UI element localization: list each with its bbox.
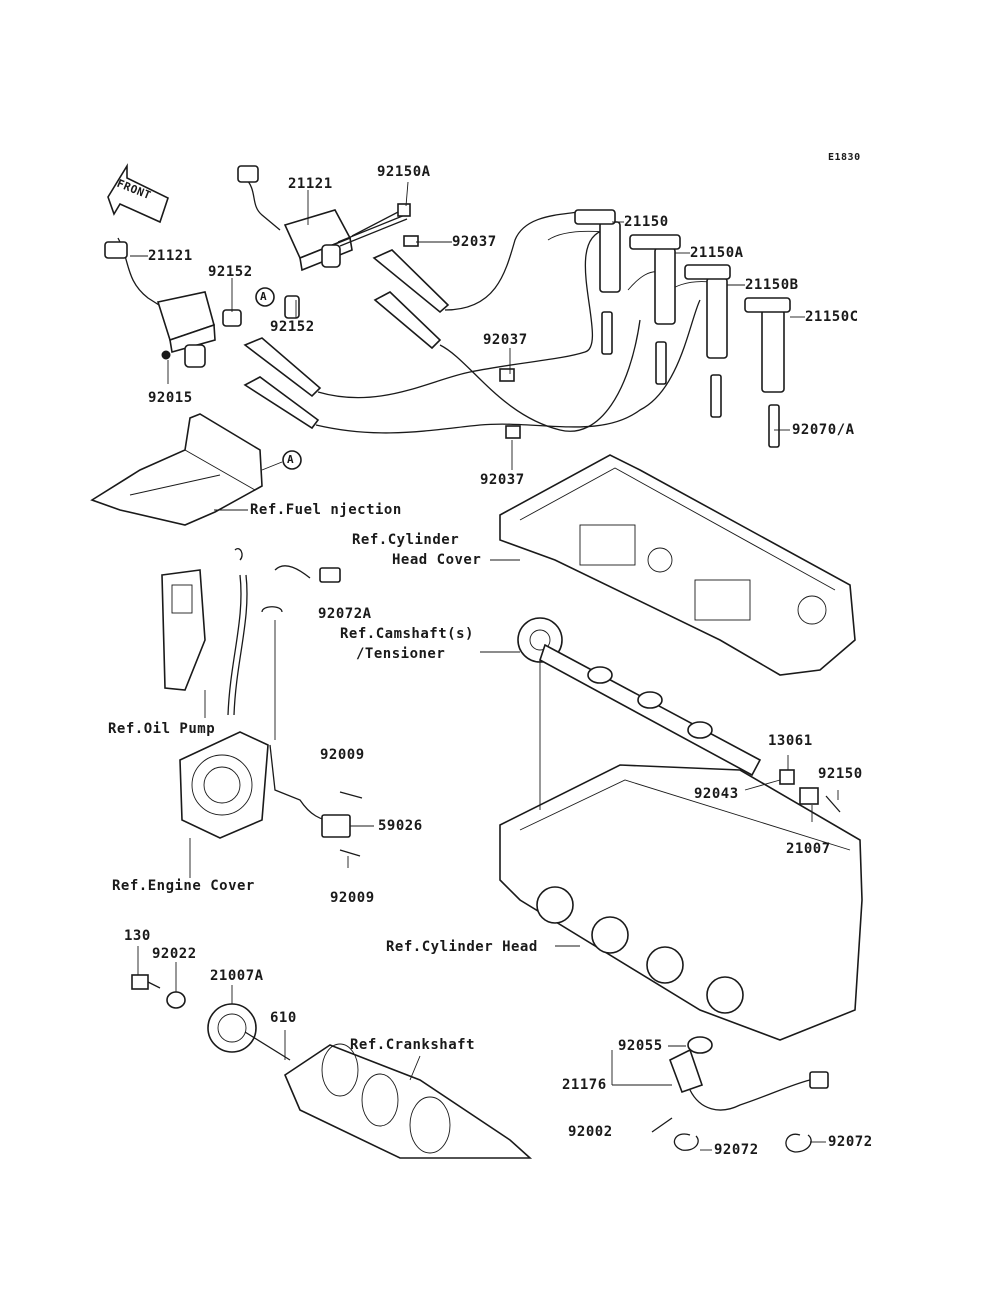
spark-plugs bbox=[601, 311, 780, 448]
washer-92022 bbox=[166, 991, 186, 1009]
bracket-fuel-injection bbox=[90, 413, 263, 526]
part-label-21007A: 21007A bbox=[210, 968, 264, 984]
camshaft bbox=[517, 617, 841, 813]
ref-camshaft-line2: /Tensioner bbox=[356, 646, 446, 662]
part-label-92002: 92002 bbox=[568, 1124, 613, 1140]
part-label-21176: 21176 bbox=[562, 1077, 607, 1093]
ref-crankshaft: Ref.Crankshaft bbox=[350, 1037, 476, 1053]
sensor-92072A bbox=[261, 565, 341, 613]
part-label-21007: 21007 bbox=[786, 841, 831, 857]
part-label-92072-b: 92072 bbox=[828, 1134, 873, 1150]
part-label-92037-low: 92037 bbox=[480, 472, 525, 488]
part-label-21150A: 21150A bbox=[690, 245, 744, 261]
ref-camshaft-line1: Ref.Camshaft(s) bbox=[340, 626, 474, 642]
bolt-92150A bbox=[351, 203, 411, 237]
part-label-92150: 92150 bbox=[818, 766, 863, 782]
part-label-92009-b: 92009 bbox=[330, 890, 375, 906]
part-label-21150: 21150 bbox=[624, 214, 669, 230]
part-label-92152-a: 92152 bbox=[208, 264, 253, 280]
part-label-92037-top: 92037 bbox=[452, 234, 497, 250]
timing-rotor-21007A bbox=[207, 1003, 291, 1061]
ref-cylinder-head: Ref.Cylinder Head bbox=[386, 939, 538, 955]
sensor-59026 bbox=[321, 791, 363, 857]
plug-caps bbox=[574, 209, 791, 393]
part-label-59026: 59026 bbox=[378, 818, 423, 834]
part-label-610: 610 bbox=[270, 1010, 297, 1026]
part-label-92043: 92043 bbox=[694, 786, 739, 802]
cylinder-head bbox=[499, 764, 863, 1041]
crankshaft bbox=[284, 1043, 533, 1159]
part-label-21121-left: 21121 bbox=[148, 248, 193, 264]
part-label-92072A: 92072A bbox=[318, 606, 372, 622]
part-label-130: 130 bbox=[124, 928, 151, 944]
ref-cylinder-head-cover-line2: Head Cover bbox=[392, 552, 482, 568]
part-label-21150B: 21150B bbox=[745, 277, 799, 293]
ref-oil-pump: Ref.Oil Pump bbox=[108, 721, 216, 737]
part-label-92022: 92022 bbox=[152, 946, 197, 962]
part-label-92037-mid: 92037 bbox=[483, 332, 528, 348]
plug-leads bbox=[243, 211, 711, 434]
part-label-92152-b: 92152 bbox=[270, 319, 315, 335]
callout-a-2: A bbox=[287, 453, 295, 466]
front-arrow-icon bbox=[107, 163, 169, 224]
ignition-coil-top bbox=[237, 165, 408, 319]
ref-cylinder-head-cover-line1: Ref.Cylinder bbox=[352, 532, 460, 548]
engine-cover bbox=[179, 731, 336, 839]
bolt-130 bbox=[131, 974, 161, 990]
part-label-92015: 92015 bbox=[148, 390, 193, 406]
sensor-21176 bbox=[651, 1036, 829, 1153]
cylinder-head-cover bbox=[499, 454, 856, 676]
ref-engine-cover: Ref.Engine Cover bbox=[112, 878, 255, 894]
callout-a-circles bbox=[255, 287, 302, 470]
part-label-92072-a: 92072 bbox=[714, 1142, 759, 1158]
part-label-92009-a: 92009 bbox=[320, 747, 365, 763]
part-label-21121-top: 21121 bbox=[288, 176, 333, 192]
oil-pump-plate bbox=[161, 548, 248, 716]
part-label-13061: 13061 bbox=[768, 733, 813, 749]
part-label-92150A: 92150A bbox=[377, 164, 431, 180]
diagram-code: E1830 bbox=[828, 152, 861, 163]
part-label-21150C: 21150C bbox=[805, 309, 859, 325]
callout-a-1: A bbox=[260, 290, 268, 303]
clamps-92037 bbox=[403, 235, 521, 439]
leader-lines bbox=[130, 181, 839, 1151]
ref-fuel-injection: Ref.Fuel njection bbox=[250, 502, 402, 518]
part-label-92070A: 92070/A bbox=[792, 422, 855, 438]
part-label-92055: 92055 bbox=[618, 1038, 663, 1054]
ignition-coil-left bbox=[104, 237, 242, 368]
